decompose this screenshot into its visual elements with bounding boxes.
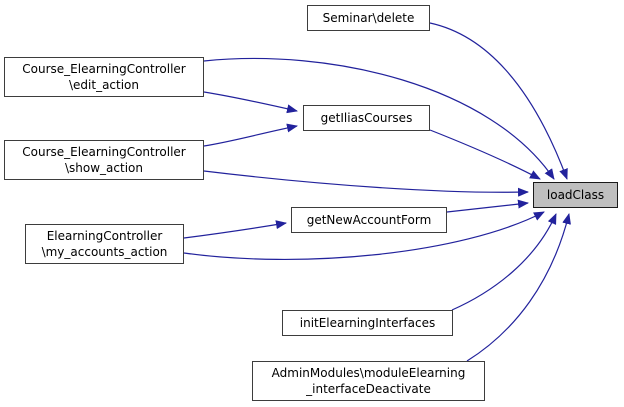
node-course-elearning-edit-action[interactable]: Course_ElearningController \edit_action — [4, 57, 204, 97]
node-label-line: getNewAccountForm — [306, 213, 432, 227]
node-label-line: \edit_action — [68, 78, 140, 92]
node-get-new-account-form[interactable]: getNewAccountForm — [291, 207, 447, 233]
node-seminar-delete[interactable]: Seminar\delete — [307, 5, 430, 31]
node-label-line: Seminar\delete — [322, 11, 415, 25]
edge-elearning-my-accounts-action-to-load-class — [183, 211, 545, 260]
edge-course-elearning-show-action-to-load-class — [203, 170, 529, 197]
node-init-elearning-interfaces[interactable]: initElearningInterfaces — [282, 310, 453, 336]
edge-course-elearning-edit-action-to-get-ilias-courses — [203, 91, 298, 114]
node-label-line: ElearningController — [46, 229, 163, 243]
node-label-line: \my_accounts_action — [41, 245, 168, 259]
node-label-line: \show_action — [65, 161, 143, 175]
node-label-line: initElearningInterfaces — [299, 316, 436, 330]
node-label-line: Course_ElearningController — [22, 62, 186, 76]
node-label-line: getIliasCourses — [320, 111, 413, 125]
node-label-line: loadClass — [546, 188, 605, 202]
node-label-line: Course_ElearningController — [22, 145, 186, 159]
node-load-class: loadClass — [533, 182, 618, 208]
node-course-elearning-show-action[interactable]: Course_ElearningController \show_action — [4, 140, 204, 180]
edge-course-elearning-show-action-to-get-ilias-courses — [203, 123, 298, 147]
node-elearning-my-accounts-action[interactable]: ElearningController \my_accounts_action — [25, 224, 184, 264]
edge-admin-modules-interface-deactivate-to-load-class — [466, 213, 571, 362]
edge-course-elearning-edit-action-to-load-class — [203, 57, 555, 180]
node-label-line: AdminModules\moduleElearning — [271, 366, 466, 380]
node-get-ilias-courses[interactable]: getIliasCourses — [303, 105, 430, 131]
edge-init-elearning-interfaces-to-load-class — [451, 213, 557, 311]
node-admin-modules-interface-deactivate[interactable]: AdminModules\moduleElearning _interfaceDe… — [252, 361, 485, 401]
edge-get-new-account-form-to-load-class — [446, 199, 529, 213]
edge-seminar-delete-to-load-class — [429, 22, 568, 180]
edge-elearning-my-accounts-action-to-get-new-account-form — [183, 220, 287, 239]
edge-get-ilias-courses-to-load-class — [429, 129, 541, 180]
node-label-line: _interfaceDeactivate — [306, 382, 431, 396]
